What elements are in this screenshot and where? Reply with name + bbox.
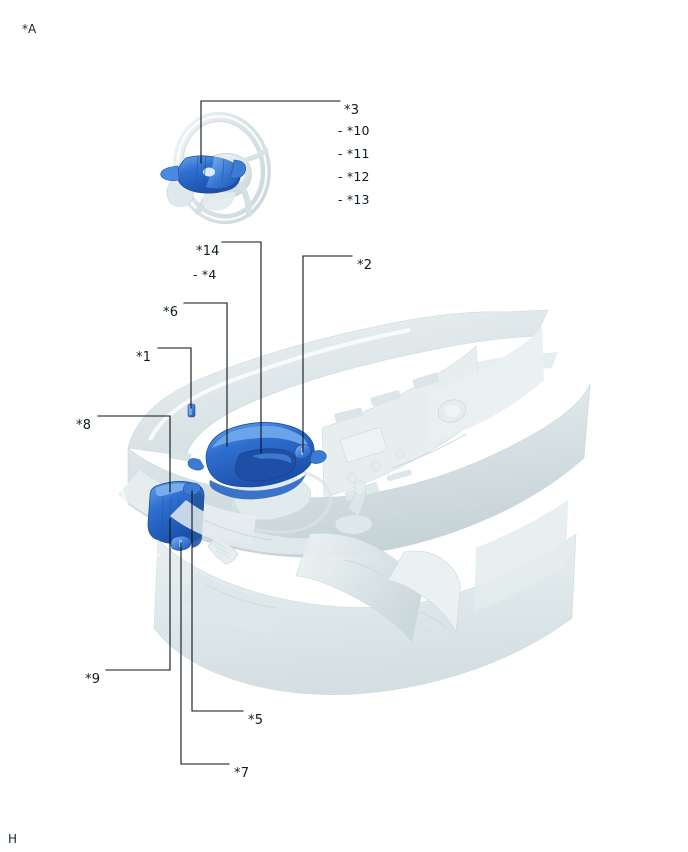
callout-label-c6: *6 [163, 305, 179, 320]
sheet-mark-top-left: *A [22, 22, 37, 36]
leader-3 [200, 100, 341, 164]
part-spiral-cable-highlight [160, 155, 246, 194]
leader-2 [302, 255, 353, 453]
leader-8 [97, 415, 171, 493]
callout-label-c4: - *4 [193, 267, 217, 282]
leader-14 [221, 241, 262, 454]
part-cluster-highlight [187, 422, 327, 500]
callout-label-c8: *8 [76, 418, 92, 433]
callout-label-c12: - *12 [338, 169, 370, 184]
center-stack [321, 345, 481, 501]
leader-6 [183, 302, 228, 447]
callout-label-c14: *14 [196, 244, 220, 259]
floor-and-console [153, 480, 577, 695]
leader-5 [191, 490, 244, 712]
instrument-panel-assembly [117, 309, 591, 695]
callout-label-c11: - *11 [338, 146, 370, 161]
leader-1 [157, 347, 192, 409]
callout-label-c1: *1 [136, 350, 152, 365]
leader-9 [105, 518, 171, 671]
callout-label-c5: *5 [248, 713, 264, 728]
callout-label-c3: *3 [344, 103, 360, 118]
callout-label-c13: - *13 [338, 192, 370, 207]
leader-7 [180, 542, 230, 765]
callout-label-c7: *7 [234, 766, 250, 781]
callout-label-c2: *2 [357, 258, 373, 273]
sheet-mark-bottom-left: H [8, 832, 18, 846]
callout-label-c9: *9 [85, 672, 101, 687]
callout-label-c10: - *10 [338, 123, 370, 138]
steering-wheel-assembly [160, 111, 271, 225]
